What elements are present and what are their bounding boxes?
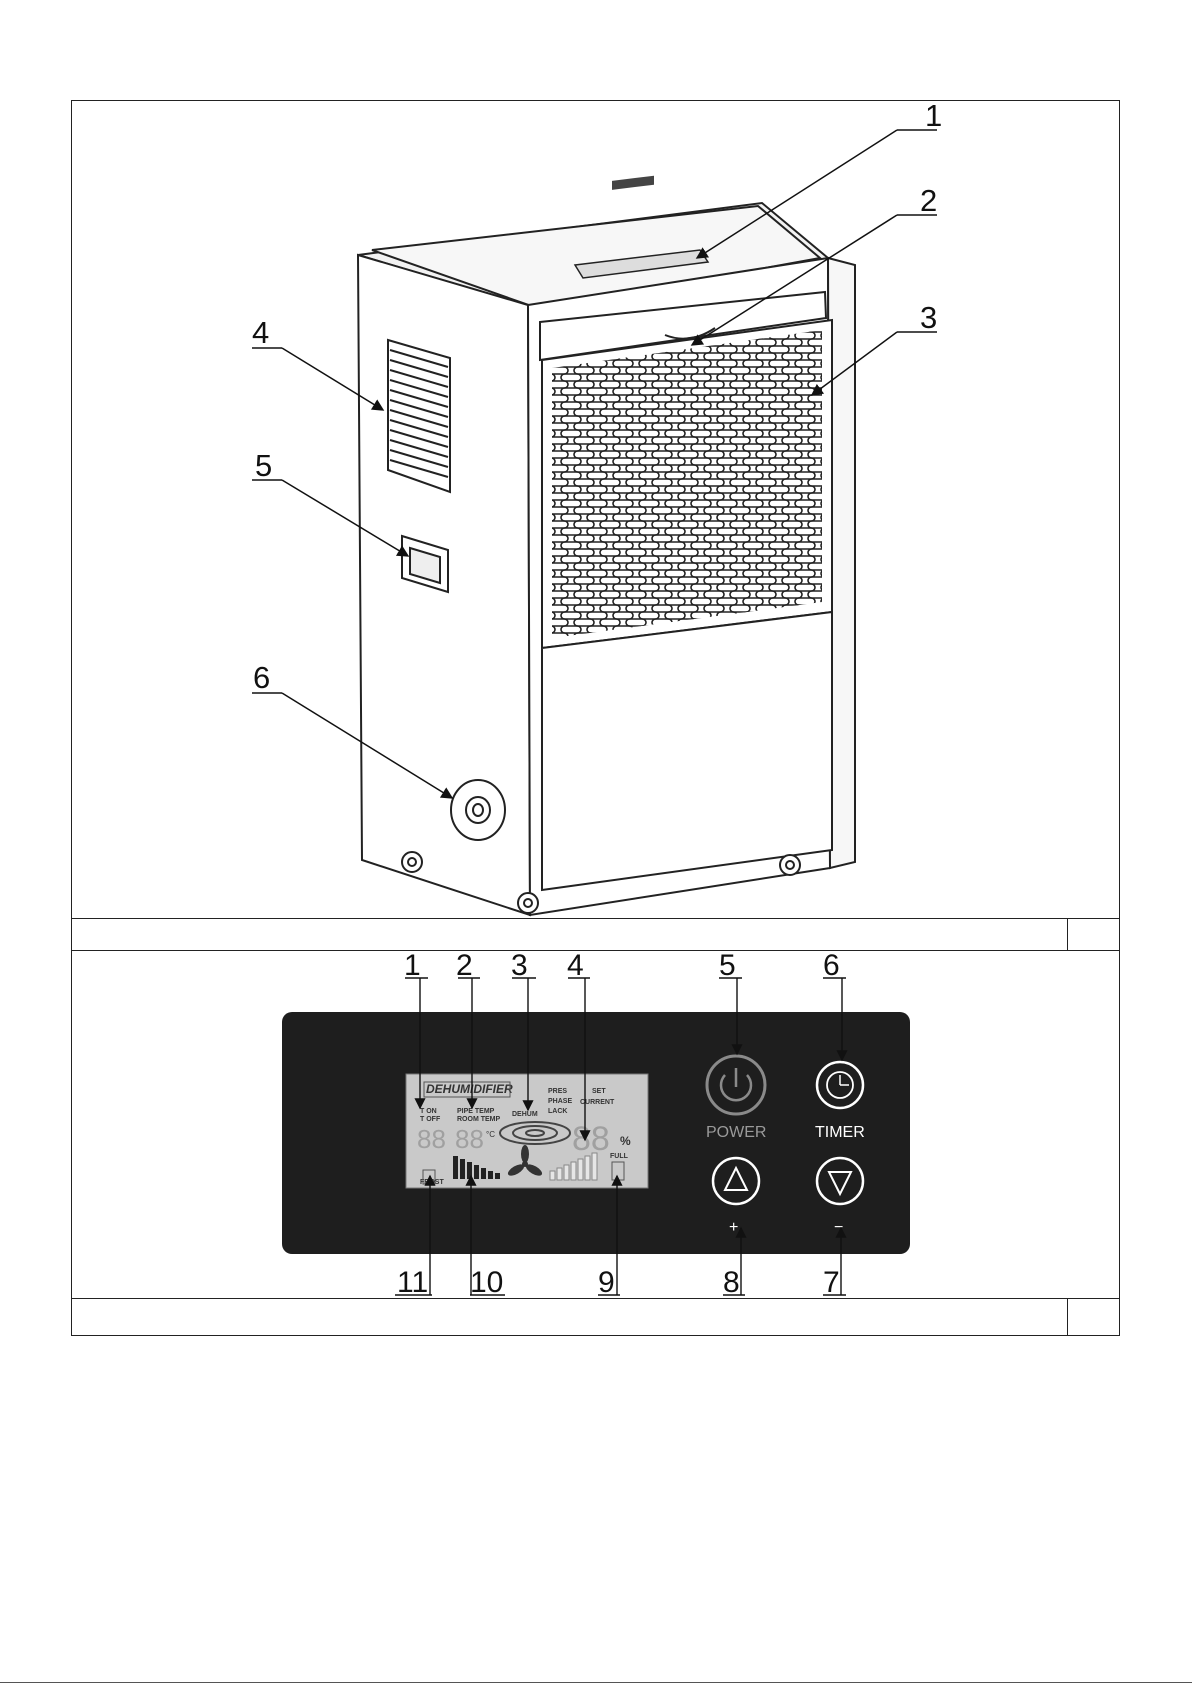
lcd-set: SET (592, 1088, 606, 1095)
panel-callout-2: 2 (456, 950, 473, 982)
panel-callout-9: 9 (598, 1266, 615, 1298)
timer-label: TIMER (815, 1124, 865, 1141)
lcd-digits-left: 88 (417, 1124, 446, 1154)
minus-label: − (834, 1219, 843, 1236)
panel-callout-11: 11 (397, 1266, 428, 1298)
callout-6: 6 (253, 660, 270, 695)
callout-5: 5 (255, 448, 272, 483)
lcd-lack: LACK (548, 1108, 567, 1115)
panel-callout-1: 1 (404, 950, 421, 982)
panel-callout-8: 8 (723, 1266, 740, 1298)
drain-outlet (451, 780, 505, 840)
panel-callout-10: 10 (470, 1266, 503, 1298)
callout-4: 4 (252, 315, 269, 350)
panel-callout-3: 3 (511, 950, 528, 982)
callout-1: 1 (925, 98, 942, 133)
lcd-digits-right: 88 (572, 1120, 610, 1158)
lcd-degree-c: °C (486, 1130, 495, 1139)
caption-cell-divider-1 (1067, 918, 1068, 950)
callout-2: 2 (920, 183, 937, 218)
panel-callout-4: 4 (567, 950, 584, 982)
dehumidifier-unit-illustration: 1 2 3 4 5 6 (0, 0, 1192, 918)
plus-label: + (729, 1219, 738, 1236)
lcd-pipe-temp: PIPE TEMP (457, 1108, 495, 1115)
front-grille-vents (540, 320, 840, 650)
panel-callout-5: 5 (719, 950, 736, 982)
lcd-digits-mid: 88 (455, 1124, 484, 1154)
lcd-t-off: T OFF (420, 1116, 441, 1123)
lcd-phase: PHASE (548, 1098, 572, 1105)
callout-3: 3 (920, 300, 937, 335)
lcd-dehum: DEHUM (512, 1111, 538, 1118)
control-panel-diagram: DEHUMIDIFIER T ON T OFF PIPE TEMP ROOM T… (0, 950, 1192, 1298)
lcd-full: FULL (610, 1153, 629, 1160)
caption-cell-divider-2 (1067, 1298, 1068, 1336)
panel-callout-7: 7 (823, 1266, 840, 1298)
lcd-room-temp: ROOM TEMP (457, 1116, 500, 1123)
power-label: POWER (706, 1124, 766, 1141)
row-divider-1 (71, 918, 1120, 919)
lcd-t-on: T ON (420, 1108, 437, 1115)
lcd-percent: % (620, 1134, 631, 1148)
lcd-brand: DEHUMIDIFIER (426, 1082, 513, 1096)
side-air-louvres (388, 340, 450, 492)
lcd-pres: PRES (548, 1088, 567, 1095)
row-divider-3 (71, 1298, 1120, 1299)
page-bottom-rule (0, 1682, 1192, 1683)
panel-callout-6: 6 (823, 950, 840, 982)
front-lower-panel (542, 612, 832, 890)
lcd-frost: FROST (420, 1179, 444, 1186)
